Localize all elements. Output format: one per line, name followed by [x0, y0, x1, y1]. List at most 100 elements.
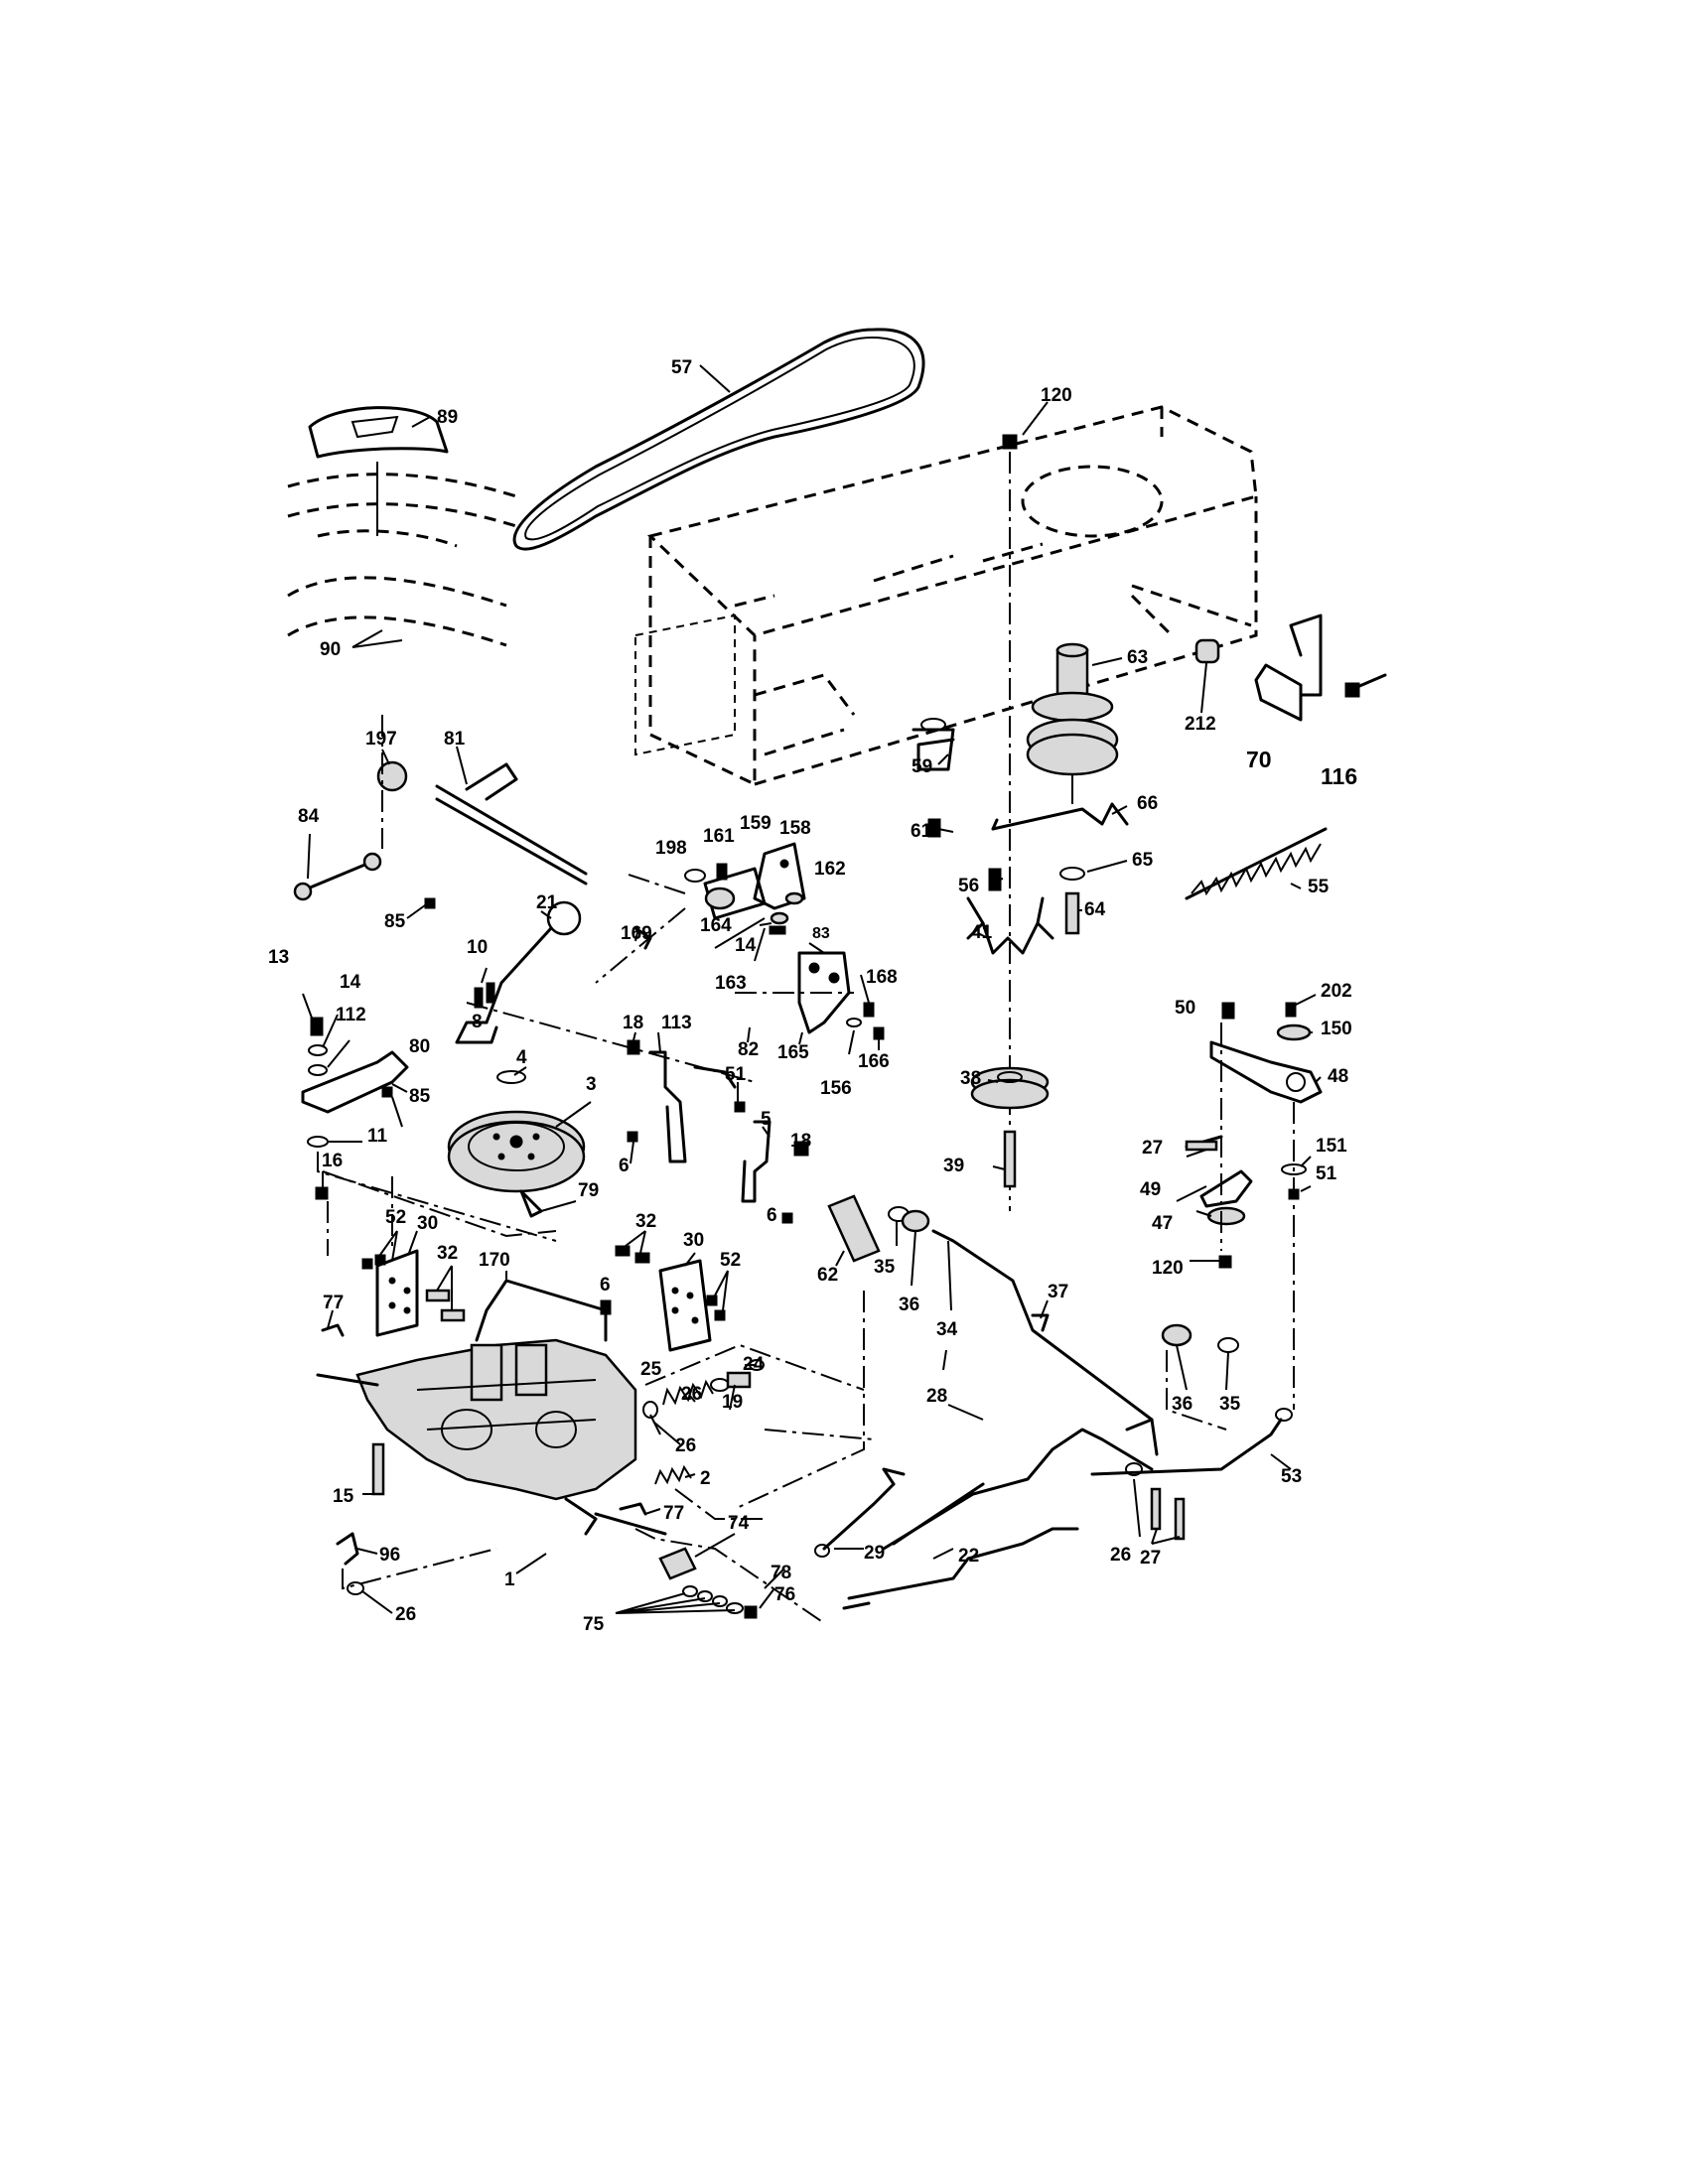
callout-30: 30 [683, 1230, 704, 1251]
callout-41: 41 [971, 922, 993, 943]
callout-166: 166 [858, 1051, 890, 1072]
callout-36: 36 [1172, 1394, 1193, 1415]
callout-163: 163 [715, 973, 747, 994]
callout-164: 164 [700, 915, 732, 936]
cross-shaft-28 [882, 1428, 1154, 1551]
callout-8: 8 [472, 1012, 483, 1032]
callout-26: 26 [1110, 1545, 1131, 1566]
callout-52: 52 [720, 1250, 741, 1271]
callout-83: 83 [812, 925, 830, 942]
callout-162: 162 [814, 859, 846, 880]
idler-pulley-38 [970, 1066, 1050, 1188]
callout-16: 16 [322, 1151, 343, 1171]
transaxle [316, 1338, 667, 1536]
callout-64: 64 [1084, 899, 1106, 920]
callout-11: 11 [367, 1126, 388, 1147]
callout-84: 84 [298, 806, 320, 827]
wire-bracket [991, 802, 1129, 831]
lower-right-hardware [1125, 1462, 1186, 1541]
callout-38: 38 [960, 1068, 981, 1089]
callout-51: 51 [1316, 1163, 1337, 1184]
callout-56: 56 [958, 876, 979, 896]
callout-158: 158 [779, 818, 811, 839]
callout-26: 26 [681, 1384, 702, 1405]
callout-28: 28 [926, 1386, 947, 1407]
callout-170: 170 [479, 1250, 510, 1271]
callout-168: 168 [866, 967, 898, 988]
callout-74: 74 [728, 1513, 750, 1534]
callout-169: 169 [621, 923, 652, 944]
callout-120: 120 [1041, 385, 1072, 406]
callout-6: 6 [767, 1205, 777, 1226]
callout-34: 34 [936, 1319, 958, 1340]
assembly-lines [322, 715, 1227, 1520]
callout-90: 90 [320, 639, 341, 660]
callout-18: 18 [623, 1013, 643, 1033]
callout-156: 156 [820, 1078, 852, 1099]
callout-14: 14 [735, 935, 757, 956]
callout-70: 70 [1246, 747, 1272, 772]
callout-77: 77 [323, 1293, 344, 1313]
callout-59: 59 [912, 756, 932, 777]
callout-52: 52 [385, 1207, 406, 1228]
callout-15: 15 [333, 1486, 354, 1507]
callout-76: 76 [774, 1584, 795, 1605]
callout-14: 14 [340, 972, 361, 993]
callout-49: 49 [1140, 1179, 1161, 1200]
callout-13: 13 [268, 947, 289, 968]
callout-21: 21 [536, 892, 558, 913]
callout-96: 96 [379, 1545, 400, 1566]
callout-51: 51 [725, 1064, 747, 1085]
callout-159: 159 [740, 813, 772, 834]
callout-198: 198 [655, 838, 687, 859]
brake-rod-22 [814, 1467, 1079, 1610]
brake-brackets [627, 1039, 809, 1224]
callout-18: 18 [790, 1131, 811, 1152]
callout-53: 53 [1281, 1466, 1302, 1487]
transmission-pulley [447, 1070, 586, 1218]
callout-6: 6 [600, 1275, 611, 1296]
callout-65: 65 [1132, 850, 1154, 871]
callout-202: 202 [1321, 981, 1352, 1002]
callout-80: 80 [409, 1036, 430, 1057]
callout-197: 197 [365, 729, 397, 750]
callout-32: 32 [635, 1211, 656, 1232]
callout-35: 35 [1219, 1394, 1241, 1415]
callout-25: 25 [640, 1359, 662, 1380]
control-bracket-cluster [466, 842, 885, 1083]
wire-guide [966, 896, 1054, 955]
callout-2: 2 [700, 1468, 711, 1489]
callout-81: 81 [444, 729, 466, 750]
callout-3: 3 [586, 1074, 597, 1095]
callout-85: 85 [409, 1086, 431, 1107]
callout-26: 26 [395, 1604, 416, 1625]
callout-29: 29 [864, 1543, 885, 1564]
callout-66: 66 [1137, 793, 1158, 814]
callout-5: 5 [761, 1109, 772, 1130]
callout-26: 26 [675, 1435, 696, 1456]
callout-77: 77 [663, 1503, 684, 1524]
callout-50: 50 [1175, 998, 1195, 1019]
spindle-pulley [1026, 642, 1119, 804]
callout-10: 10 [467, 937, 488, 958]
callout-22: 22 [958, 1546, 979, 1567]
callout-48: 48 [1328, 1066, 1348, 1087]
mounting-plate-30b [600, 1245, 726, 1352]
callout-120: 120 [1152, 1258, 1184, 1279]
callout-79: 79 [578, 1180, 599, 1201]
chassis-frame [634, 405, 1258, 787]
spring-clip [912, 718, 955, 838]
shift-rod-34 [827, 1194, 1159, 1456]
drive-belt [512, 328, 925, 551]
callout-61: 61 [911, 821, 932, 842]
seat-pan [308, 406, 449, 536]
callout-78: 78 [771, 1563, 791, 1583]
callout-35: 35 [874, 1257, 896, 1278]
callout-labels: 57 89 120 90 197 81 63 212 70 116 59 84 … [268, 357, 1357, 1635]
extension-spring [1185, 827, 1328, 900]
callout-4: 4 [516, 1047, 527, 1068]
callout-37: 37 [1048, 1282, 1068, 1302]
link-rod-84 [293, 852, 436, 909]
callout-24: 24 [743, 1354, 765, 1375]
